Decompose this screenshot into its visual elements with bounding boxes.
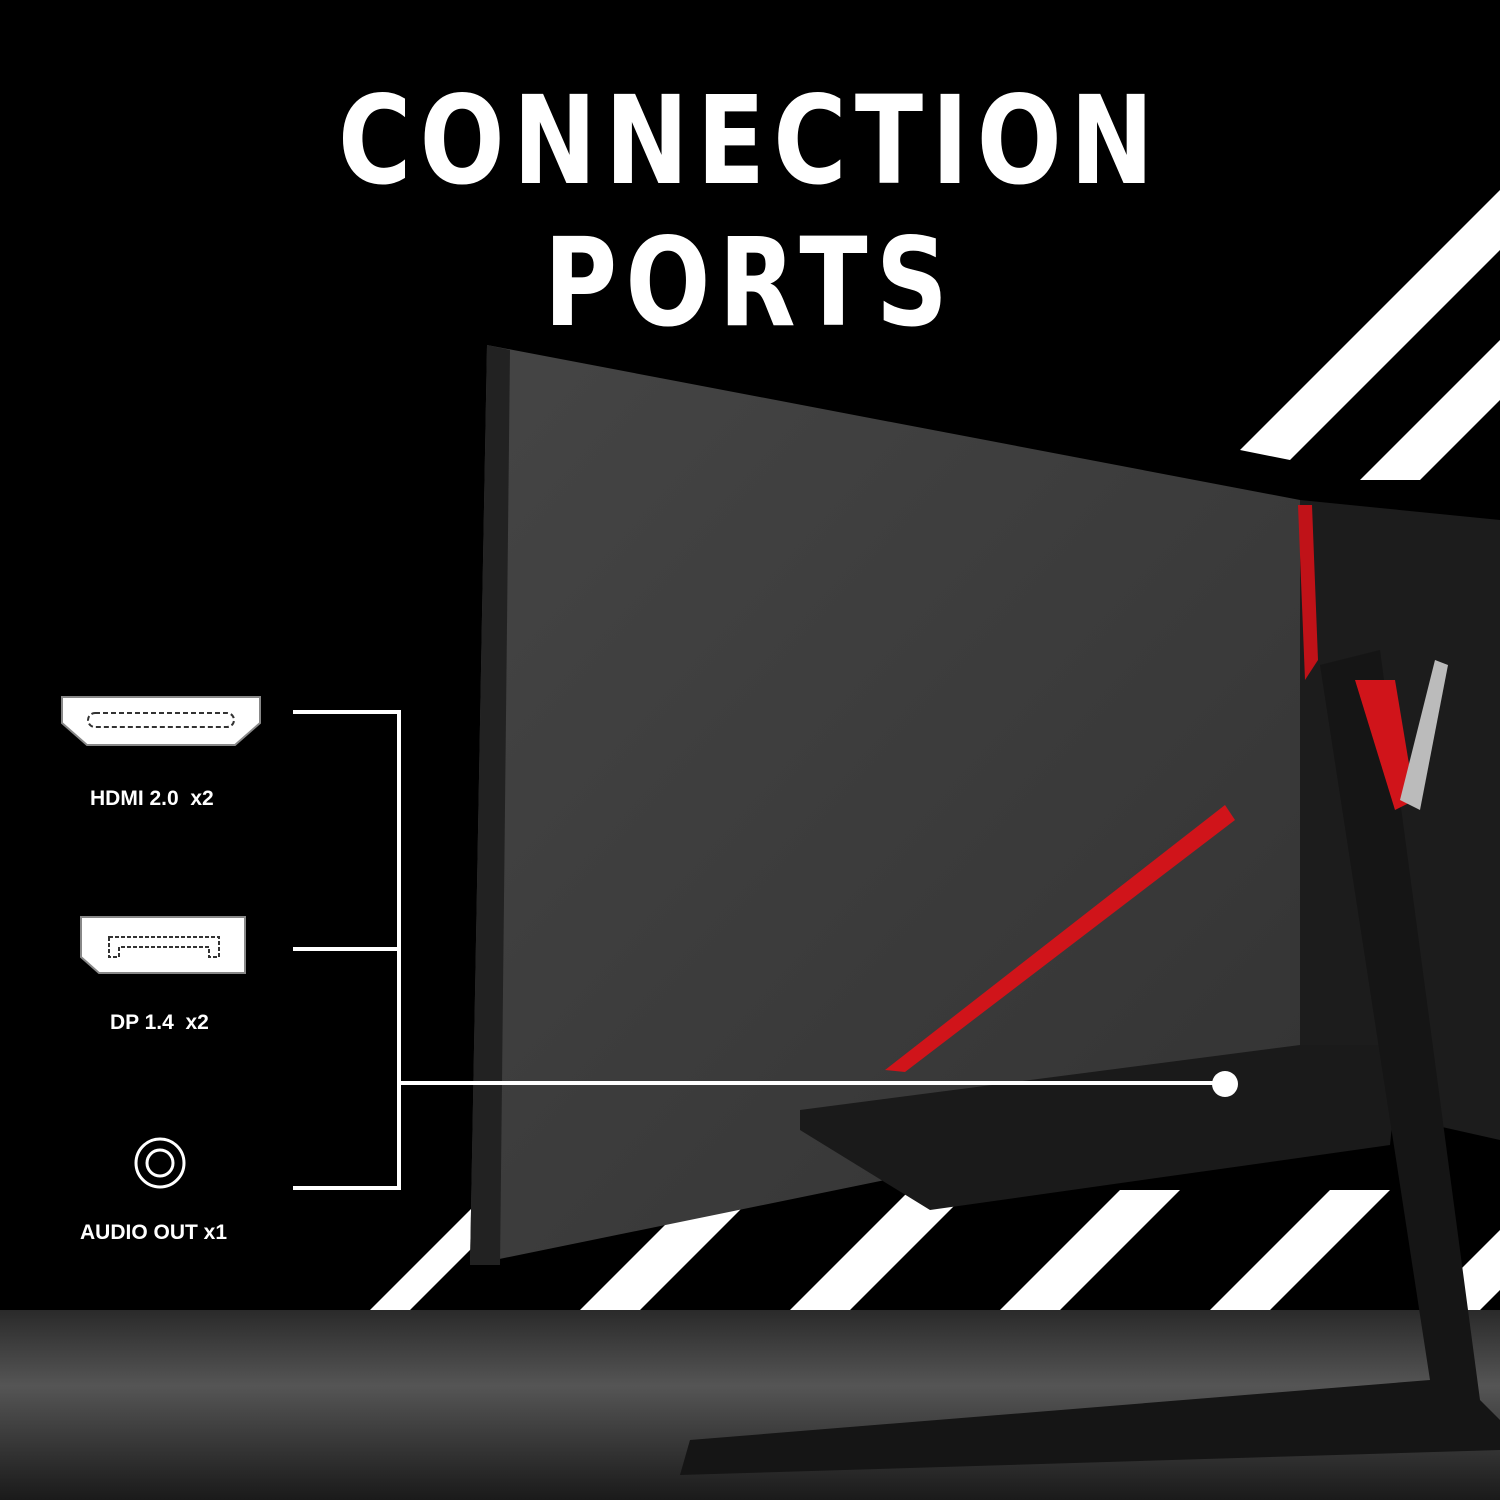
page-title: CONNECTION PORTS <box>338 70 1162 354</box>
port-panel <box>800 1045 1400 1210</box>
displayport-icon <box>80 916 246 974</box>
hdmi-port-icon <box>61 696 261 746</box>
audio-jack-icon <box>134 1137 186 1189</box>
diagonal-stripes <box>370 1190 1500 1310</box>
audio-out-label: AUDIO OUT x1 <box>80 1221 228 1244</box>
monitor-back-panel <box>470 345 1300 1265</box>
monitor-stand <box>680 650 1500 1475</box>
displayport-label: DP 1.4 x2 <box>110 1011 209 1034</box>
callout-dot <box>1212 1071 1238 1097</box>
hdmi-label: HDMI 2.0 x2 <box>90 787 214 810</box>
red-accent-stripe <box>885 805 1235 1072</box>
